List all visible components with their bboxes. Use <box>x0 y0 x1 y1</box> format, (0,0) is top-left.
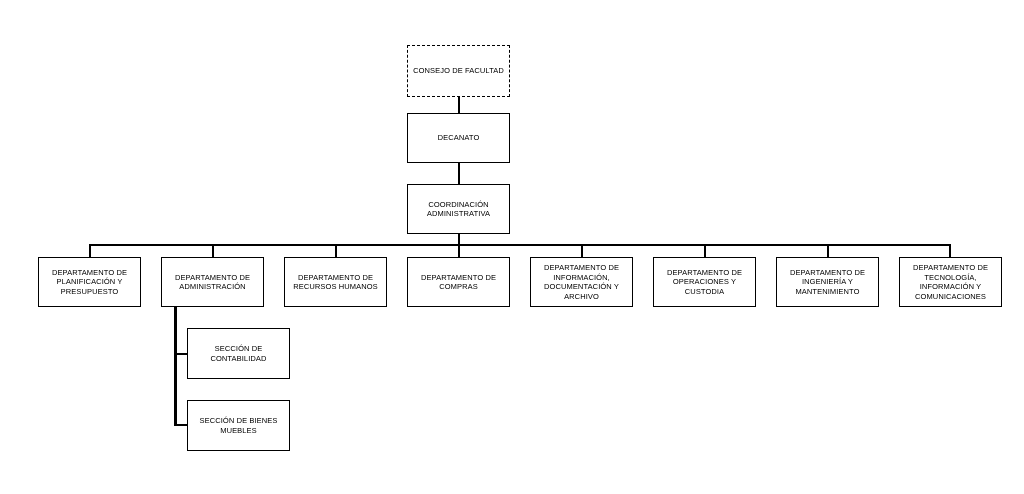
connector-dept-1 <box>89 244 91 257</box>
connector-dean-coordination <box>458 163 460 184</box>
council-box: CONSEJO DE FACULTAD <box>407 45 510 97</box>
department-planning-box: DEPARTAMENTO DE PLANIFICACIÓN Y PRESUPUE… <box>38 257 141 307</box>
dean-label: DECANATO <box>437 133 480 143</box>
department-engineering-label: DEPARTAMENTO DE INGENIERÍA Y MANTENIMIEN… <box>789 267 866 296</box>
department-hr-box: DEPARTAMENTO DE RECURSOS HUMANOS <box>284 257 387 307</box>
department-engineering-box: DEPARTAMENTO DE INGENIERÍA Y MANTENIMIEN… <box>776 257 879 307</box>
connector-dept-2 <box>212 244 214 257</box>
department-administration-label: DEPARTAMENTO DE ADMINISTRACIÓN <box>174 272 251 292</box>
department-purchasing-label: DEPARTAMENTO DE COMPRAS <box>420 272 497 292</box>
coordination-box: COORDINACIÓN ADMINISTRATIVA <box>407 184 510 234</box>
connector-coordination-bus <box>458 234 460 245</box>
section-accounting-label: SECCIÓN DE CONTABILIDAD <box>210 344 267 363</box>
connector-council-dean <box>458 97 460 113</box>
department-technology-label: DEPARTAMENTO DE TECNOLOGÍA, INFORMACIÓN … <box>912 263 989 301</box>
connector-dept-5 <box>581 244 583 257</box>
department-planning-label: DEPARTAMENTO DE PLANIFICACIÓN Y PRESUPUE… <box>51 267 128 296</box>
department-technology-box: DEPARTAMENTO DE TECNOLOGÍA, INFORMACIÓN … <box>899 257 1002 307</box>
connector-dept-6 <box>704 244 706 257</box>
department-information-box: DEPARTAMENTO DE INFORMACIÓN, DOCUMENTACI… <box>530 257 633 307</box>
connector-dept-3 <box>335 244 337 257</box>
coordination-label: COORDINACIÓN ADMINISTRATIVA <box>426 199 491 219</box>
department-administration-box: DEPARTAMENTO DE ADMINISTRACIÓN <box>161 257 264 307</box>
connector-horizontal-bus <box>89 244 950 246</box>
connector-section-2 <box>174 424 188 426</box>
dean-box: DECANATO <box>407 113 510 163</box>
department-operations-box: DEPARTAMENTO DE OPERACIONES Y CUSTODIA <box>653 257 756 307</box>
connector-sections-vertical <box>174 306 177 426</box>
council-label: CONSEJO DE FACULTAD <box>413 66 504 76</box>
section-assets-box: SECCIÓN DE BIENES MUEBLES <box>187 400 290 451</box>
connector-dept-8 <box>949 244 951 257</box>
connector-dept-4 <box>458 244 460 257</box>
connector-section-1 <box>174 353 188 355</box>
department-hr-label: DEPARTAMENTO DE RECURSOS HUMANOS <box>293 272 378 292</box>
department-purchasing-box: DEPARTAMENTO DE COMPRAS <box>407 257 510 307</box>
section-assets-label: SECCIÓN DE BIENES MUEBLES <box>199 416 278 435</box>
section-accounting-box: SECCIÓN DE CONTABILIDAD <box>187 328 290 379</box>
department-information-label: DEPARTAMENTO DE INFORMACIÓN, DOCUMENTACI… <box>543 263 620 301</box>
connector-dept-7 <box>827 244 829 257</box>
department-operations-label: DEPARTAMENTO DE OPERACIONES Y CUSTODIA <box>666 267 743 296</box>
